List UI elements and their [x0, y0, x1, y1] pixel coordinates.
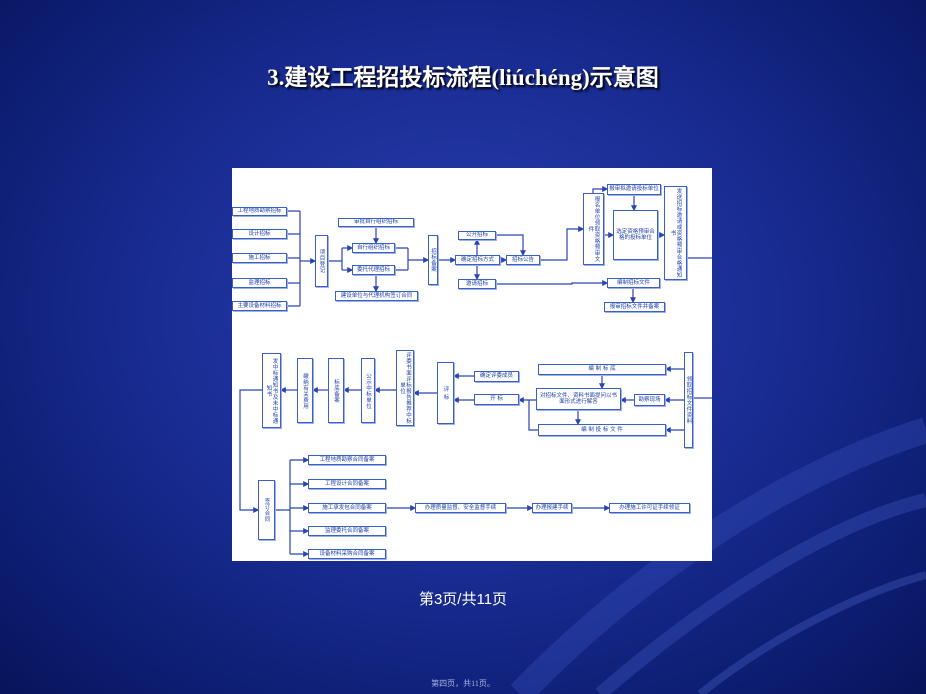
- node-supervision-tender: 监理招标: [232, 278, 287, 288]
- node-agent-contract: 建设单位与代理机构签订合同: [335, 291, 418, 301]
- link-merge-to-filing: [395, 247, 428, 271]
- link-register-to-approve: [592, 186, 609, 193]
- node-pay-fees: 缴纳有关费用: [297, 358, 313, 423]
- node-equipment-contract-filing: 设备材料采购合同备案: [308, 549, 386, 559]
- node-evaluation-report: 评委书面评标报告推荐中标单位: [396, 350, 414, 426]
- node-select-judges: 确定评委成员: [474, 371, 519, 382]
- flowchart-connectors: [239, 186, 712, 557]
- node-project-registration: 项目登记: [315, 235, 328, 287]
- node-construction-contract-filing: 施工承发包合同备案: [308, 503, 386, 513]
- node-prepare-tender-docs: 编制招标文件: [607, 278, 660, 288]
- node-prequal-docs: 报名单位领取资格预审文件: [583, 193, 604, 265]
- node-supervision-contract-filing: 监理委托合同备案: [308, 526, 386, 536]
- node-design-contract-filing: 工程设计合同备案: [308, 479, 386, 489]
- node-construction-tender: 施工招标: [232, 253, 287, 263]
- node-survey-contract-filing: 工程地质勘察合同备案: [308, 455, 386, 465]
- node-self-organize: 自行组织招标: [352, 243, 395, 253]
- link-invite-to-doc: [496, 280, 609, 286]
- node-select-qualified: 选定资格预审合格的投标单位: [613, 210, 658, 260]
- link-notice-to-register: [540, 226, 585, 261]
- node-invite-tender: 邀请招标: [458, 279, 496, 289]
- flowchart-panel: 工程地质勘察招标 设计招标 施工招标 监理招标 主要设备材料招标 项目登记 审批…: [232, 168, 712, 561]
- node-prepare-bid-docs: 编 制 投 标 文 件: [538, 424, 666, 436]
- node-agent-tender: 委托代理招标: [352, 265, 395, 275]
- node-equipment-tender: 主要设备材料招标: [232, 301, 287, 311]
- node-winner-publicity: 公示中标单位: [361, 358, 375, 423]
- page-number: 第3页/共11页: [418, 591, 508, 608]
- node-send-invitation: 发送招标邀请或资格预审合格通知书: [664, 186, 687, 280]
- link-left-bracket: [287, 210, 301, 307]
- node-sign-contract: 签订合同: [258, 480, 275, 540]
- link-notice-to-contract: [239, 389, 262, 513]
- node-tender-filing: 招标备案: [428, 235, 438, 285]
- slide-title: 3.建设工程招投标流程(liúchéng)示意图: [267, 65, 659, 90]
- node-award-notice: 发中标通知书及未中标通知书: [262, 353, 281, 428]
- node-written-answers: 对招标文件、资料书面提问以书面形式进行解答: [536, 388, 621, 410]
- node-base-price-filing: 标底备案: [328, 358, 344, 423]
- link-contract-bracket: [275, 460, 291, 554]
- node-open-tender: 公开招标: [458, 231, 496, 240]
- node-prepare-base-price: 编 制 标 底: [538, 364, 666, 375]
- node-construction-permit: 办理施工许可证手续领证: [609, 503, 690, 513]
- node-bid-opening: 开 标: [474, 394, 519, 405]
- node-report-build: 办理报建手续: [532, 503, 572, 513]
- node-bid-evaluation: 评 标: [437, 362, 454, 424]
- node-collect-tender-docs: 领取招标文件资料: [684, 352, 693, 448]
- node-site-survey: 勘察现场: [634, 394, 665, 406]
- node-quality-safety-supervision: 办理质量监督、安全监督手续: [415, 503, 506, 513]
- node-geology-survey-tender: 工程地质勘察招标: [232, 207, 287, 216]
- link-open-to-notice: [496, 234, 526, 257]
- node-approve-invitees: 报审拟邀请投标单位: [607, 184, 661, 195]
- node-approve-tender-docs: 报审招标文件并备案: [604, 302, 665, 312]
- node-tender-notice: 招标公告: [506, 255, 540, 265]
- link-bid-to-open: [528, 400, 538, 431]
- link-registration-split: [328, 248, 343, 270]
- bottom-page-note: 第四页，共11页。: [431, 679, 495, 688]
- node-design-tender: 设计招标: [232, 229, 287, 239]
- node-approve-self-organize: 审批自行组织招标: [338, 218, 414, 227]
- node-tender-method: 确定招标方式: [455, 255, 500, 265]
